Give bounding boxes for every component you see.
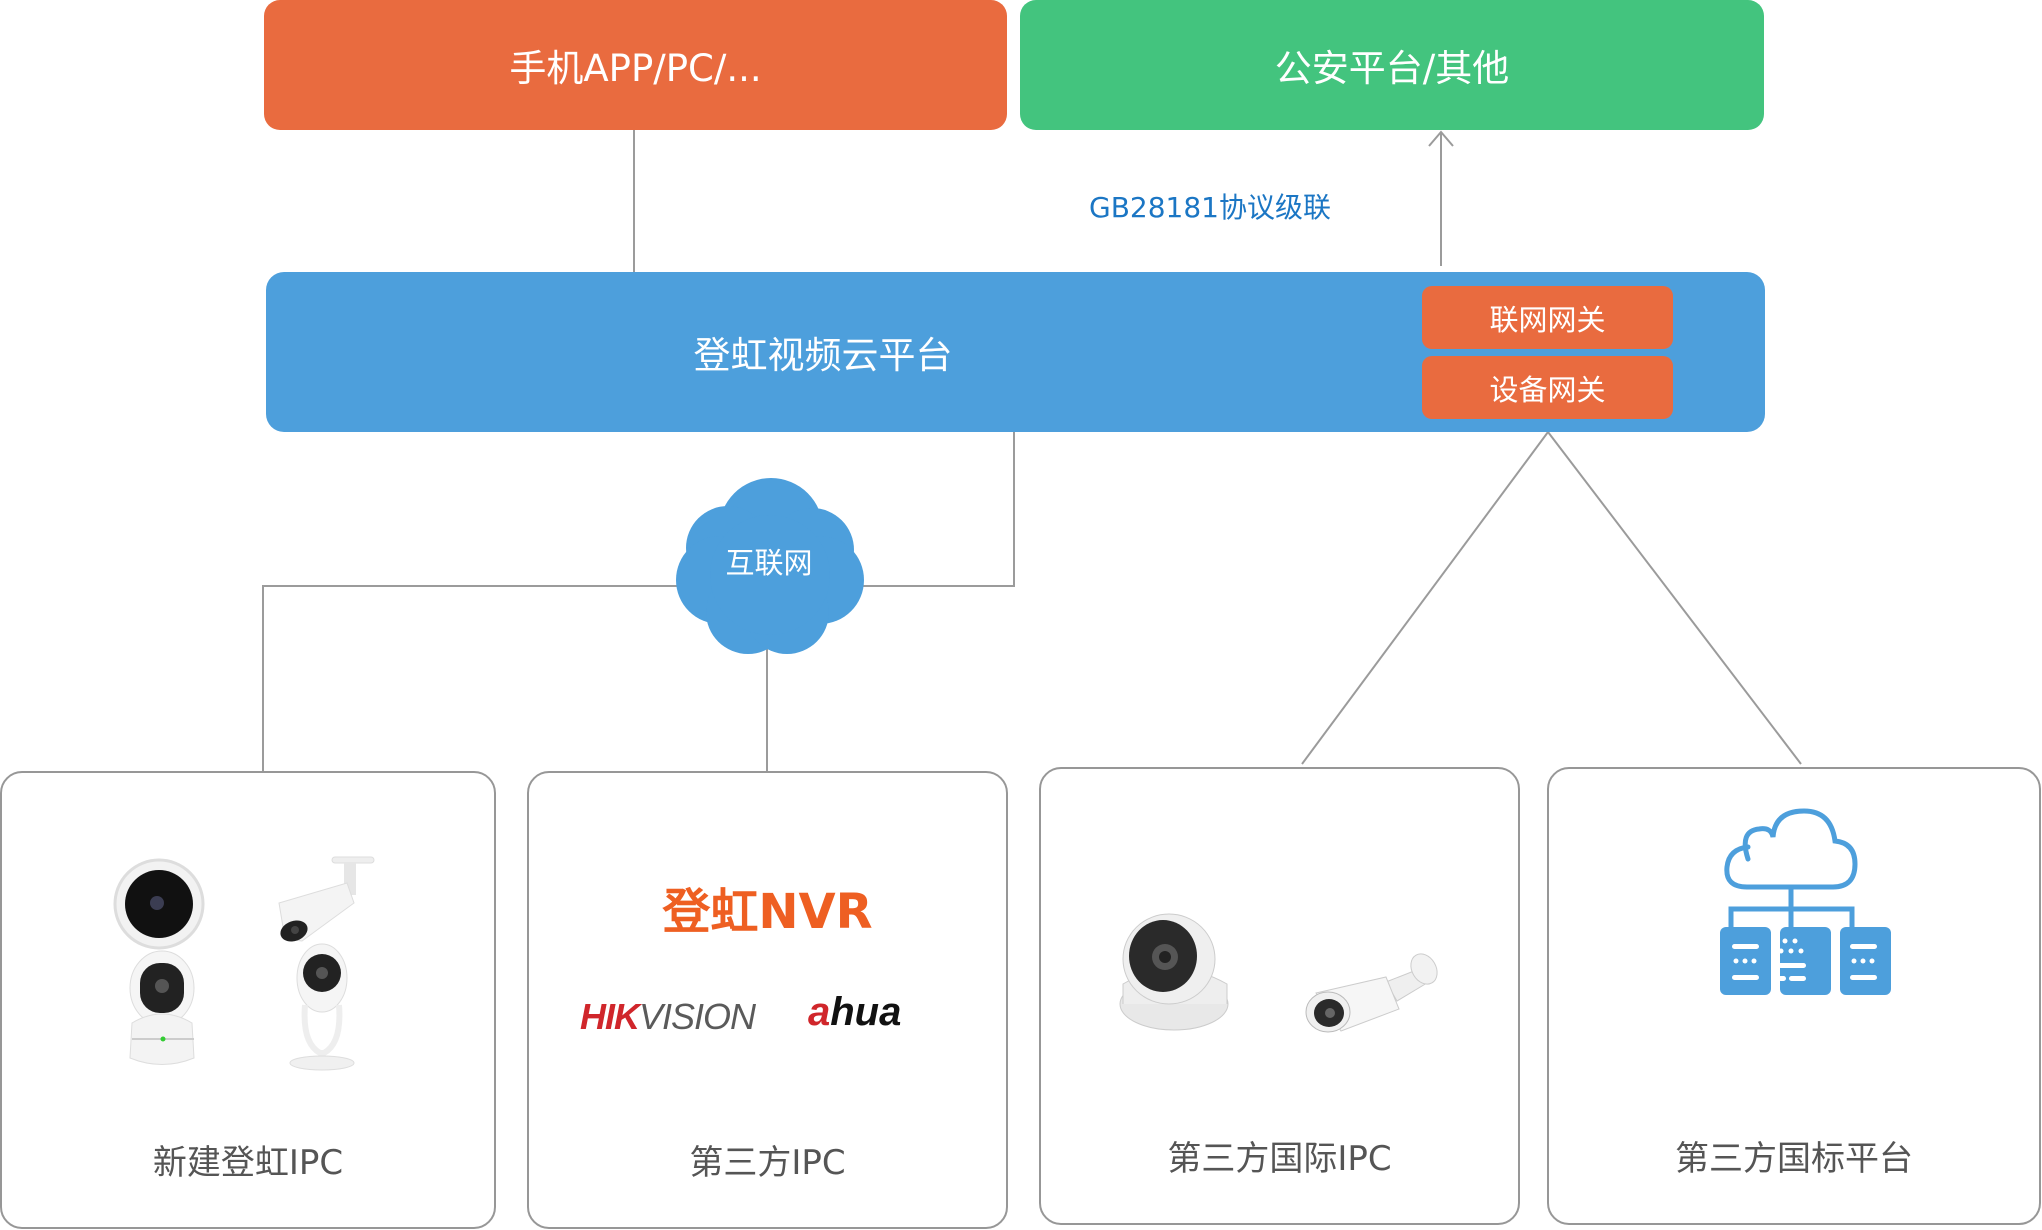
- card-third-party-intl-ipc: 第三方国际IPC: [1039, 767, 1520, 1225]
- platform-to-internet-line: [262, 432, 1015, 771]
- card-dengho-ipc-label: 新建登虹IPC: [152, 1143, 344, 1183]
- intl-cameras-image: [1119, 913, 1438, 1033]
- client-app-label: 手机APP/PC/...: [509, 47, 762, 90]
- network-gateway-label: 联网网关: [1489, 302, 1606, 337]
- device-gateway-box: 设备网关: [1422, 356, 1673, 419]
- police-platform-box: 公安平台/其他: [1020, 0, 1764, 130]
- dengho-cameras-image: [113, 856, 375, 1071]
- card-third-party-gb-platform: 第三方国标平台: [1547, 767, 2041, 1225]
- card-third-party-ipc: 第三方IPC: [527, 771, 1008, 1229]
- cascade-arrow-head: [1428, 130, 1454, 147]
- card-third-party-intl-ipc-label: 第三方国际IPC: [1167, 1139, 1392, 1179]
- cloud-platform-title: 登虹视频云平台: [693, 334, 953, 377]
- internet-cloud-label: 互联网: [725, 546, 813, 580]
- police-platform-label: 公安平台/其他: [1274, 47, 1510, 90]
- network-gateway-box: 联网网关: [1422, 286, 1673, 349]
- dome-camera-icon: [1119, 913, 1229, 1031]
- card-third-party-ipc-label: 第三方IPC: [689, 1143, 846, 1183]
- cloud-server-icon: [1720, 808, 1891, 995]
- fisheye-camera-icon: [113, 858, 205, 950]
- ir-bullet-camera-icon: [1305, 953, 1438, 1033]
- dahua-logo: ahua: [808, 990, 902, 1034]
- hikvision-logo: HIKVISION: [580, 996, 756, 1037]
- device-gateway-label: 设备网关: [1489, 372, 1606, 407]
- client-app-box: 手机APP/PC/...: [264, 0, 1007, 130]
- gateway-to-card4-line: [1547, 431, 1802, 765]
- bullet-camera-icon: [278, 856, 375, 942]
- dengho-nvr-label: 登虹NVR: [662, 884, 873, 940]
- gateway-to-card3-line: [1301, 431, 1549, 765]
- cascade-protocol-label: GB28181协议级联: [1089, 191, 1331, 224]
- card-dengho-ipc: 新建登虹IPC: [0, 771, 496, 1229]
- card-third-party-gb-platform-label: 第三方国标平台: [1675, 1139, 1913, 1179]
- ptz-camera-icon: [129, 950, 195, 1065]
- desktop-camera-icon: [289, 943, 355, 1071]
